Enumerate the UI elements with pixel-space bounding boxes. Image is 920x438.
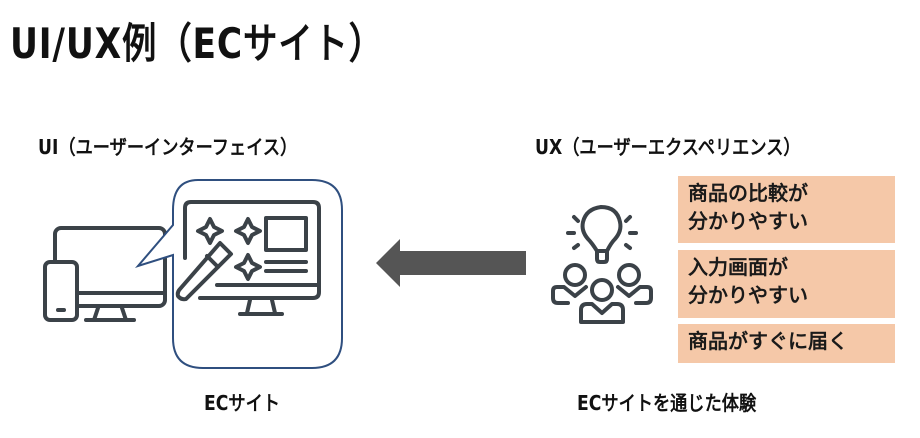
page-title: UI/UX例（ECサイト） [10,19,384,68]
callout-bubble [134,179,343,369]
people-idea-lightbulb-icon [551,205,653,324]
ui-illustration [43,179,343,369]
left-arrow-icon [376,239,526,287]
ux-benefit-box: 入力画面が 分かりやすい [678,250,895,318]
smartphone-icon [43,260,79,322]
ux-caption: ECサイトを通じた体験 [577,391,757,415]
ui-caption: ECサイト [204,391,280,415]
ux-benefit-box: 商品がすぐに届く [678,324,895,363]
ui-heading: UI（ユーザーインターフェイス） [38,135,298,159]
ux-benefit-box: 商品の比較が 分かりやすい [678,176,895,243]
ux-heading: UX（ユーザーエクスペリエンス） [535,135,801,159]
magic-wand-monitor-icon [175,200,321,316]
